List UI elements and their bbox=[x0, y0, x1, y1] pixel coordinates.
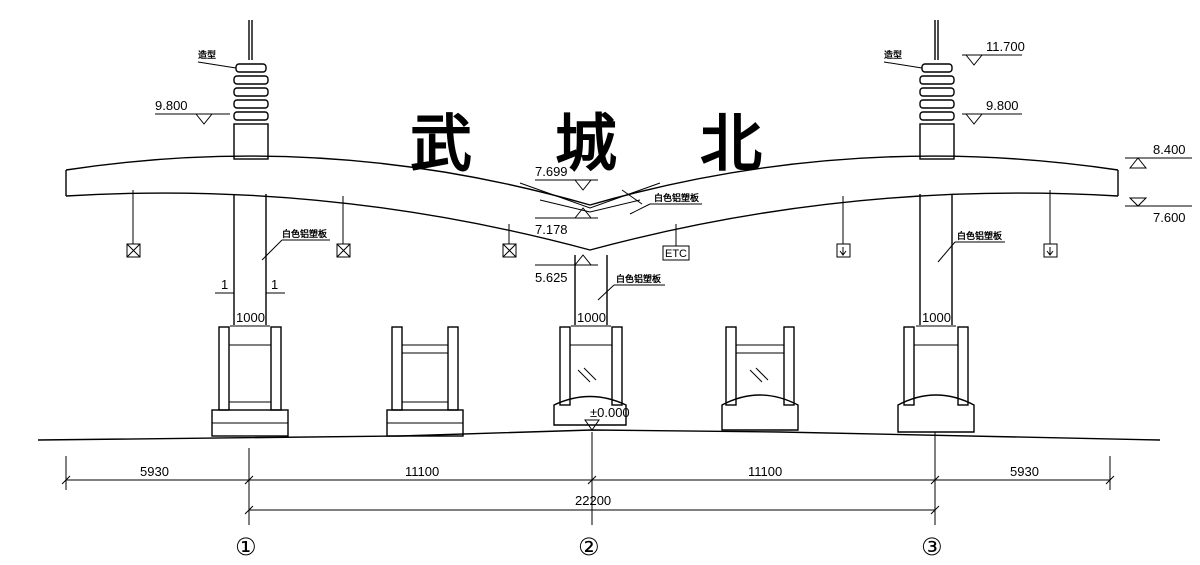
svg-text:造型: 造型 bbox=[884, 49, 902, 61]
svg-text:9.800: 9.800 bbox=[986, 98, 1019, 113]
svg-text:7.178: 7.178 bbox=[535, 222, 568, 237]
dim-text-seg3: 11100 bbox=[748, 464, 782, 479]
note-panel-center: 白色铝塑板 bbox=[597, 273, 665, 301]
booth-4 bbox=[721, 326, 799, 431]
title-char-2: 城 bbox=[555, 107, 617, 180]
section-mark: 1 1 bbox=[215, 277, 285, 294]
lane-sign-x-1 bbox=[126, 190, 141, 258]
elev-marker-center-top: 7.699 bbox=[535, 164, 598, 191]
note-panel-right: 白色铝塑板 bbox=[937, 230, 1005, 263]
elev-marker-tower-right: 9.800 bbox=[962, 98, 1022, 125]
dimension-line-total bbox=[244, 505, 940, 515]
axis-label-1: ① bbox=[235, 533, 257, 561]
svg-text:8.400: 8.400 bbox=[1153, 142, 1186, 157]
dim-text-seg2: 11100 bbox=[405, 464, 439, 479]
left-tower bbox=[233, 20, 269, 325]
elev-marker-tower-top: 11.700 bbox=[962, 39, 1025, 66]
elev-marker-center-bottom: 5.625 bbox=[535, 254, 598, 285]
lane-sign-arrow-2 bbox=[1043, 190, 1058, 258]
svg-text:1: 1 bbox=[271, 277, 278, 292]
svg-text:造型: 造型 bbox=[198, 49, 216, 61]
lane-sign-x-2 bbox=[336, 196, 351, 258]
svg-text:白色铝塑板: 白色铝塑板 bbox=[654, 192, 700, 204]
svg-text:9.800: 9.800 bbox=[155, 98, 188, 113]
dimension-line-1 bbox=[61, 432, 1115, 525]
title-char-3: 北 bbox=[700, 107, 762, 180]
center-column bbox=[574, 255, 608, 325]
svg-text:7.699: 7.699 bbox=[535, 164, 568, 179]
svg-text:7.600: 7.600 bbox=[1153, 210, 1186, 225]
title-char-1: 武 bbox=[410, 107, 472, 180]
axis-label-2: ② bbox=[578, 533, 600, 561]
elev-marker-ground: ±0.000 bbox=[584, 405, 630, 431]
svg-text:11.700: 11.700 bbox=[986, 39, 1025, 54]
dim-text-seg1: 5930 bbox=[140, 464, 169, 479]
right-tower bbox=[919, 20, 955, 325]
ground-line bbox=[37, 429, 1161, 441]
elev-marker-canopy-bottom: 7.600 bbox=[1125, 197, 1192, 225]
etc-sign: ETC bbox=[662, 224, 690, 261]
svg-text:白色铝塑板: 白色铝塑板 bbox=[282, 228, 328, 240]
dim-text-seg4: 5930 bbox=[1010, 464, 1039, 479]
note-panel-canopy: 白色铝塑板 bbox=[621, 189, 702, 215]
dim-text-total: 22200 bbox=[575, 493, 611, 508]
svg-text:白色铝塑板: 白色铝塑板 bbox=[957, 230, 1003, 242]
elev-marker-canopy-top: 8.400 bbox=[1125, 142, 1192, 169]
column-width-center: 1000 bbox=[571, 310, 611, 327]
elev-marker-tower-left: 9.800 bbox=[155, 98, 230, 125]
lane-sign-arrow-1 bbox=[836, 196, 851, 258]
note-panel-left: 白色铝塑板 bbox=[261, 228, 330, 261]
lane-sign-x-3 bbox=[502, 224, 517, 258]
svg-text:5.625: 5.625 bbox=[535, 270, 568, 285]
column-width-right: 1000 bbox=[916, 310, 956, 327]
svg-text:1: 1 bbox=[221, 277, 228, 292]
svg-text:白色铝塑板: 白色铝塑板 bbox=[616, 273, 662, 285]
booth-2 bbox=[386, 326, 464, 437]
booth-3 bbox=[553, 326, 627, 426]
note-shape-left: 造型 bbox=[197, 49, 237, 69]
svg-text:ETC: ETC bbox=[665, 248, 687, 260]
svg-text:1000: 1000 bbox=[236, 310, 265, 325]
svg-text:1000: 1000 bbox=[577, 310, 606, 325]
elev-marker-center-mid: 7.178 bbox=[535, 207, 598, 237]
svg-text:±0.000: ±0.000 bbox=[590, 405, 630, 420]
booth-1 bbox=[211, 326, 289, 437]
booth-5 bbox=[897, 326, 975, 433]
note-shape-right: 造型 bbox=[883, 49, 923, 69]
axis-label-3: ③ bbox=[921, 533, 943, 561]
svg-text:1000: 1000 bbox=[922, 310, 951, 325]
column-width-left: 1000 bbox=[230, 310, 270, 327]
